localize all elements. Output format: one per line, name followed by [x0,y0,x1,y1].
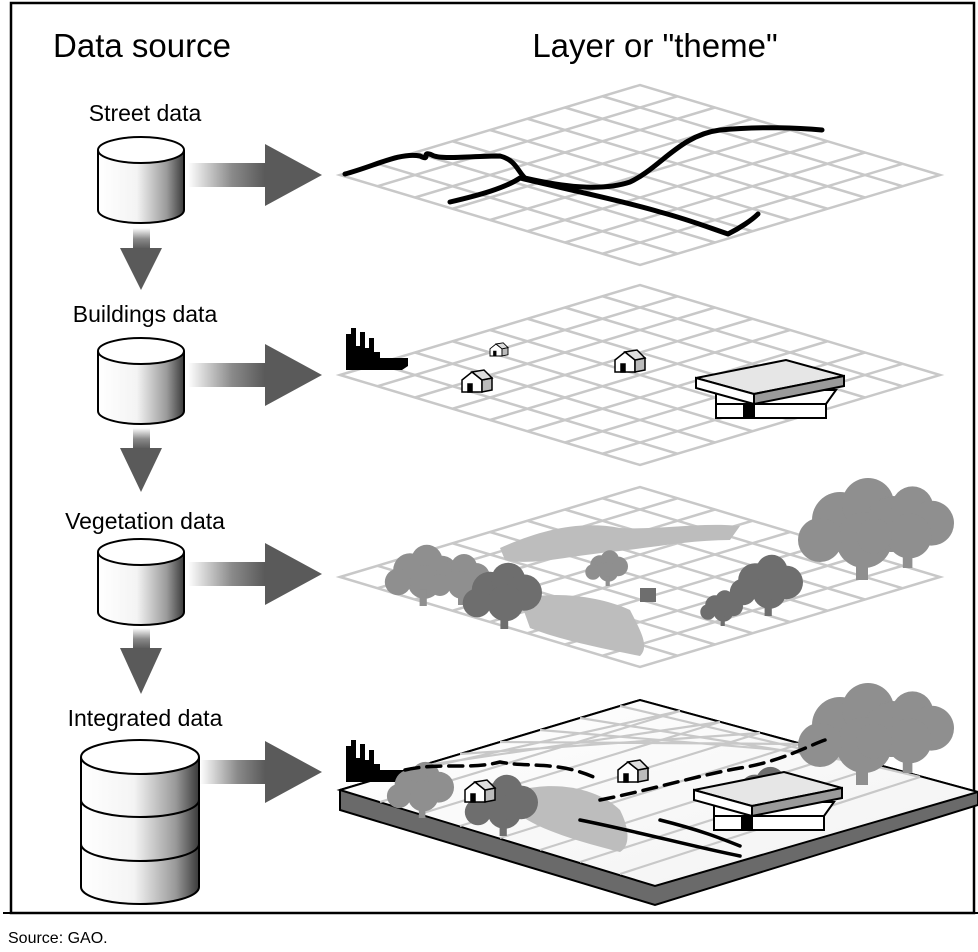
house-icon [461,369,493,393]
street-database-icon [97,136,185,224]
office-building-icon [695,359,845,419]
down-arrow-icon [120,428,162,492]
right-arrow-icon [188,543,322,605]
vegetation-dark [462,554,803,629]
integrated-layer [336,683,978,907]
label-buildings-data: Buildings data [73,301,218,327]
right-arrow-icon [188,344,322,406]
buildings-database-icon [97,337,185,425]
integrated-database-icon [80,739,200,905]
house-icon [614,349,646,373]
house-icon [489,342,509,357]
right-arrow-icon [200,741,322,803]
label-vegetation-data: Vegetation data [65,508,225,534]
vegetation-database-icon [97,538,185,626]
down-arrow-icon [120,628,162,694]
buildings-layer [338,283,942,467]
header-data-source: Data source [53,27,231,64]
source-note: Source: GAO. [8,930,108,947]
street-lines [342,125,825,237]
right-arrow-icon [188,144,322,206]
city-skyline-icon [346,328,408,370]
vegetation-light [500,524,740,656]
header-layer-theme: Layer or "theme" [532,27,777,64]
label-street-data: Street data [89,100,202,126]
street-layer [338,83,942,267]
label-integrated-data: Integrated data [68,705,223,731]
vegetation-layer [338,478,954,669]
down-arrow-icon [120,228,162,290]
